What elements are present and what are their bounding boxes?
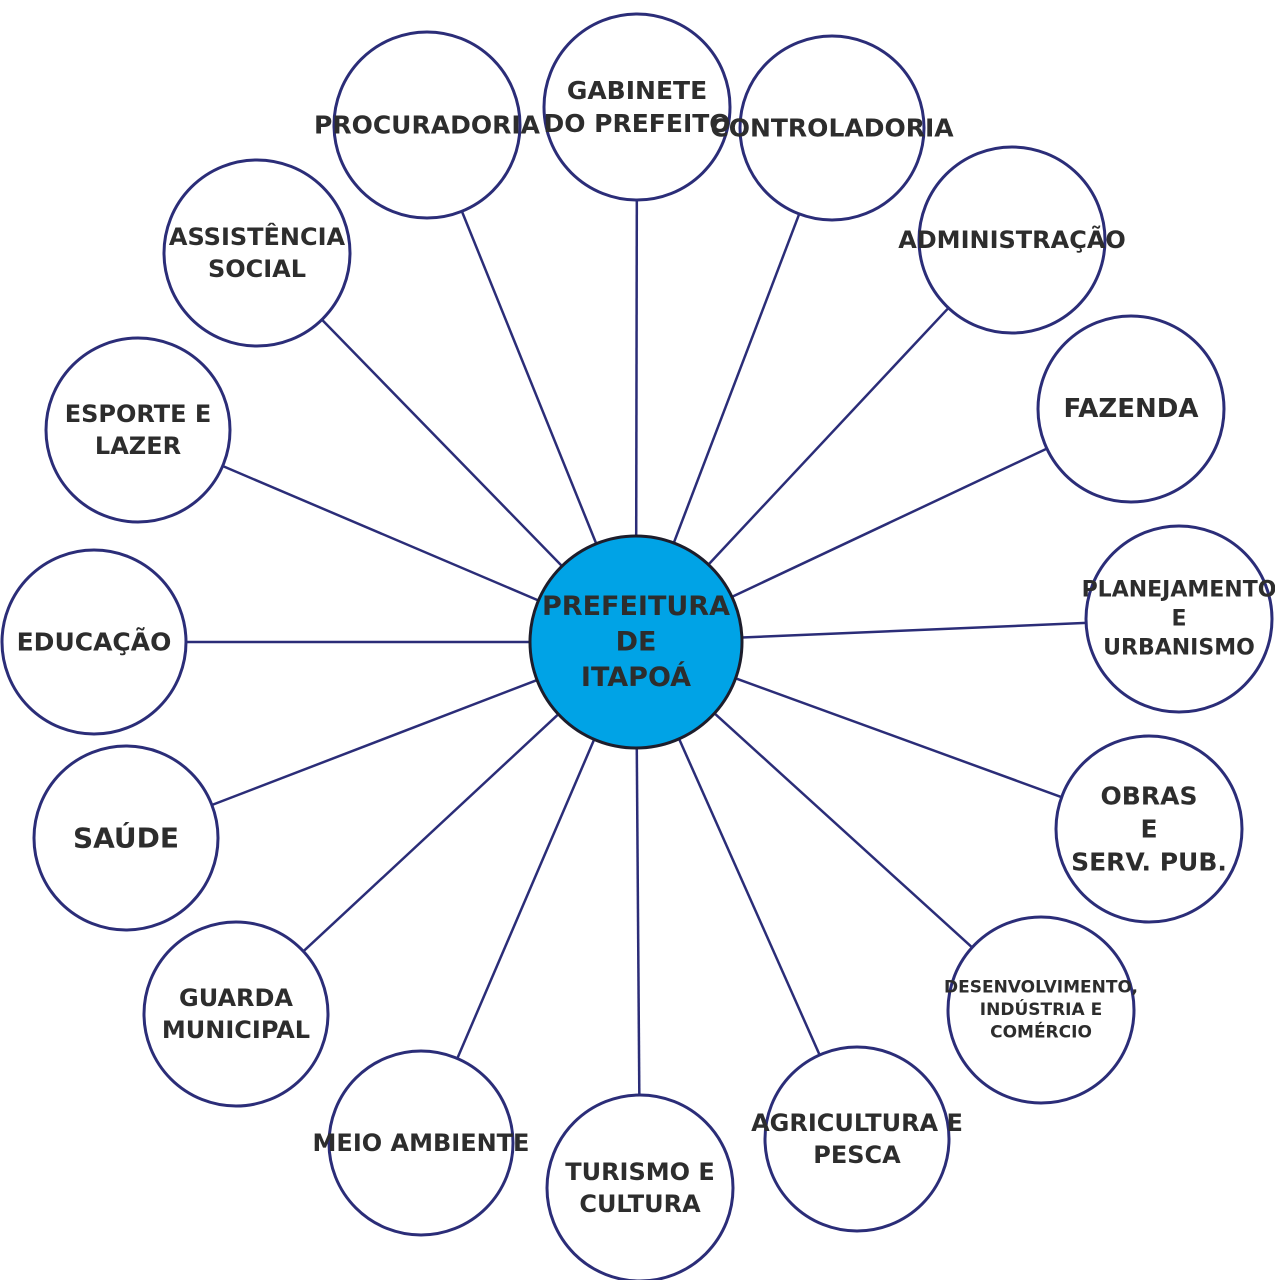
node-controladoria-label-line: CONTROLADORIA	[710, 114, 954, 143]
connector-administracao	[707, 307, 950, 566]
node-meio-ambiente: MEIO AMBIENTE	[313, 1049, 530, 1237]
connector-esporte-e-lazer	[222, 464, 539, 602]
node-planejamento-e-urbanismo: PLANEJAMENTO E URBANISMO	[1082, 524, 1275, 714]
node-circle-procuradoria	[332, 30, 522, 220]
node-planejamento-e-urbanismo-label-line: URBANISMO	[1103, 636, 1255, 661]
center-label-line: DE	[616, 627, 657, 658]
node-esporte-e-lazer-label-line: ESPORTE E	[65, 400, 212, 428]
node-guarda-municipal: GUARDA MUNICIPAL	[142, 920, 330, 1108]
node-obras-e-serv-pub-label-line: E	[1140, 815, 1157, 844]
center-label-line: PREFEITURA	[542, 591, 730, 622]
node-guarda-municipal-label-line: GUARDA	[179, 984, 293, 1012]
node-desenvolvimento-industria-e-comercio-label-line: INDÚSTRIA E	[980, 998, 1102, 1020]
node-circle-guarda-municipal	[142, 920, 330, 1108]
node-obras-e-serv-pub: OBRAS E SERV. PUB.	[1054, 734, 1244, 924]
node-turismo-e-cultura-label-line: TURISMO E	[565, 1158, 715, 1186]
node-gabinete-do-prefeito: GABINETE DO PREFEITO	[542, 12, 732, 202]
node-saude-label-line: SAÚDE	[73, 821, 179, 855]
connector-gabinete-do-prefeito	[634, 199, 639, 537]
node-obras-e-serv-pub-label-line: SERV. PUB.	[1071, 848, 1227, 877]
node-circle-educacao	[0, 548, 188, 736]
connector-planejamento-e-urbanismo	[741, 621, 1087, 639]
node-circle-assistencia-social	[162, 158, 352, 348]
connector-saude	[211, 678, 538, 807]
connector-procuradoria	[460, 210, 598, 545]
node-circle-agricultura-e-pesca	[763, 1045, 951, 1233]
connector-obras-e-serv-pub	[735, 677, 1063, 799]
connector-fazenda	[731, 447, 1048, 598]
center-circle	[528, 534, 744, 750]
node-circle-saude	[32, 744, 220, 932]
node-administracao-label-line: ADMINISTRAÇÃO	[898, 225, 1126, 254]
connectors	[186, 199, 1087, 1096]
node-educacao: EDUCAÇÃO	[0, 548, 188, 736]
node-circle-desenvolvimento-industria-e-comercio	[946, 915, 1136, 1105]
node-gabinete-do-prefeito-label-line: DO PREFEITO	[543, 109, 730, 138]
node-circle-planejamento-e-urbanismo	[1084, 524, 1274, 714]
connector-turismo-e-cultura	[635, 747, 641, 1096]
node-turismo-e-cultura: TURISMO E CULTURA	[545, 1093, 735, 1280]
node-meio-ambiente-label-line: MEIO AMBIENTE	[313, 1129, 530, 1157]
center-label-line: ITAPOÁ	[581, 661, 691, 693]
node-esporte-e-lazer-label-line: LAZER	[95, 432, 181, 460]
node-circle-meio-ambiente	[327, 1049, 515, 1237]
node-fazenda-label-line: FAZENDA	[1064, 394, 1199, 424]
node-procuradoria: PROCURADORIA	[314, 30, 541, 220]
node-saude: SAÚDE	[32, 744, 220, 932]
node-agricultura-e-pesca: AGRICULTURA E PESCA	[751, 1045, 963, 1233]
node-educacao-label-line: EDUCAÇÃO	[17, 628, 172, 657]
node-esporte-e-lazer: ESPORTE E LAZER	[44, 336, 232, 524]
connector-desenvolvimento-industria-e-comercio	[713, 712, 974, 949]
node-gabinete-do-prefeito-label-line: GABINETE	[567, 76, 707, 105]
node-desenvolvimento-industria-e-comercio-label-line: COMÉRCIO	[990, 1020, 1092, 1042]
node-assistencia-social-label-line: SOCIAL	[208, 255, 306, 283]
node-controladoria: CONTROLADORIA	[710, 34, 954, 222]
node-agricultura-e-pesca-label-line: AGRICULTURA E	[751, 1109, 963, 1137]
connector-guarda-municipal	[302, 713, 560, 953]
node-desenvolvimento-industria-e-comercio-label-line: DESENVOLVIMENTO,	[944, 978, 1138, 998]
node-planejamento-e-urbanismo-label-line: E	[1171, 607, 1186, 632]
node-circle-controladoria	[738, 34, 926, 222]
node-circle-fazenda	[1036, 314, 1226, 504]
node-circle-esporte-e-lazer	[44, 336, 232, 524]
node-assistencia-social: ASSISTÊNCIA SOCIAL	[162, 158, 352, 348]
node-planejamento-e-urbanismo-label-line: PLANEJAMENTO	[1082, 577, 1275, 602]
node-turismo-e-cultura-label-line: CULTURA	[579, 1190, 701, 1218]
connector-meio-ambiente	[456, 738, 596, 1059]
node-procuradoria-label-line: PROCURADORIA	[314, 111, 541, 140]
connector-controladoria	[672, 213, 801, 544]
connector-agricultura-e-pesca	[677, 738, 821, 1056]
node-guarda-municipal-label-line: MUNICIPAL	[162, 1016, 310, 1044]
node-administracao: ADMINISTRAÇÃO	[898, 145, 1126, 335]
node-circle-obras-e-serv-pub	[1054, 734, 1244, 924]
node-agricultura-e-pesca-label-line: PESCA	[813, 1141, 901, 1169]
node-assistencia-social-label-line: ASSISTÊNCIA	[169, 222, 346, 251]
node-circle-administracao	[917, 145, 1107, 335]
node-circle-turismo-e-cultura	[545, 1093, 735, 1280]
node-circle-gabinete-do-prefeito	[542, 12, 732, 202]
node-obras-e-serv-pub-label-line: OBRAS	[1101, 782, 1198, 811]
connector-assistencia-social	[321, 318, 563, 567]
node-fazenda: FAZENDA	[1036, 314, 1226, 504]
